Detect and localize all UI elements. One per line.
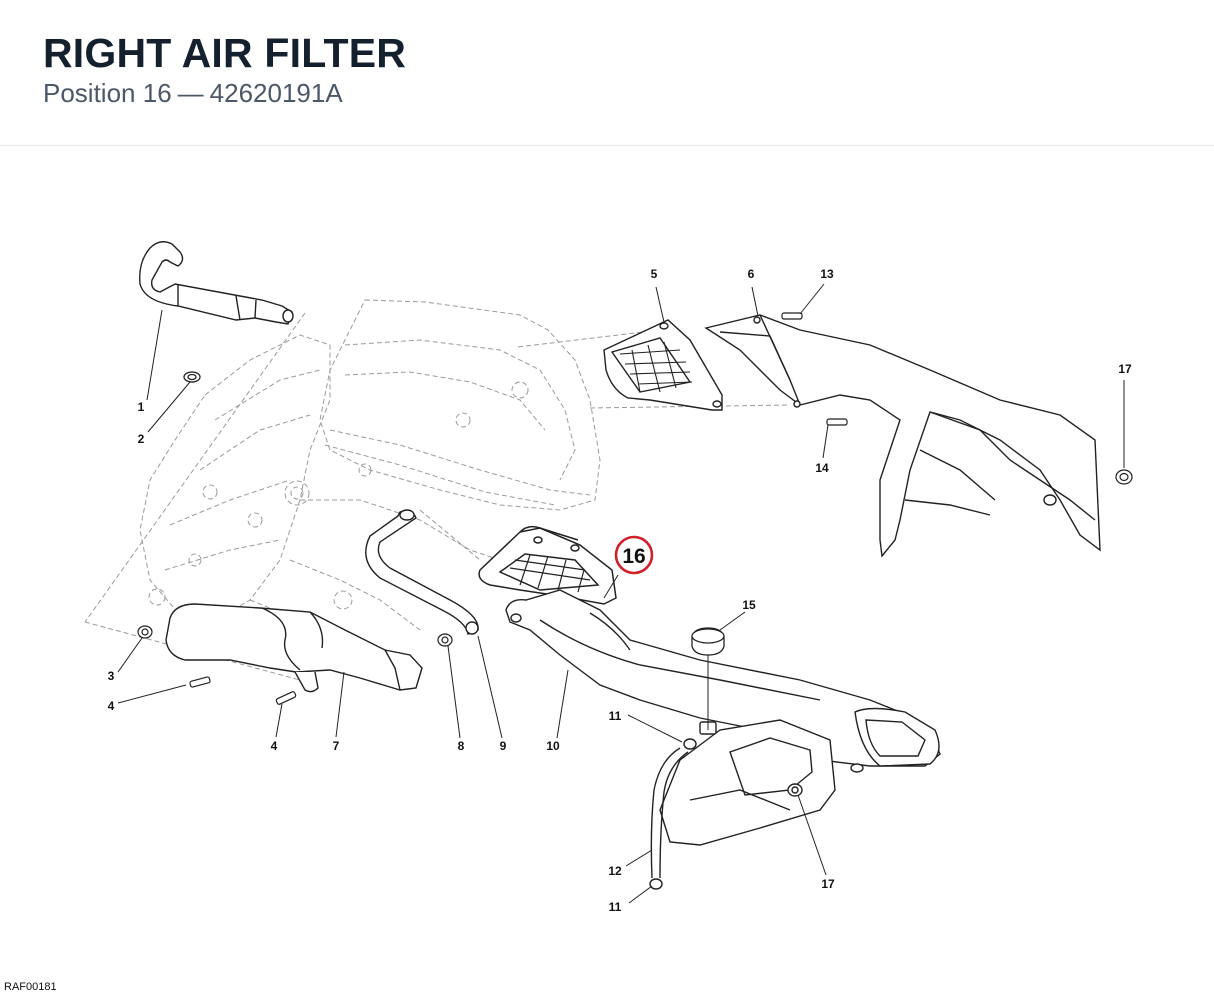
page-subtitle: Position 16—42620191A (43, 78, 343, 108)
callout-11-upper: 11 (609, 709, 622, 723)
upper-duct-grid-part (603, 319, 723, 411)
grommet-part-17-top (1115, 469, 1133, 485)
callout-11-lower: 11 (609, 900, 622, 914)
callout-1: 1 (138, 400, 145, 414)
callout-16: 16 (622, 545, 645, 568)
subtitle-separator: — (177, 78, 204, 108)
right-lower-duct-part (505, 589, 941, 767)
callout-7: 7 (333, 739, 340, 753)
position-label: Position (43, 78, 136, 108)
callout-leader-lines (117, 283, 1125, 904)
grommet-part-8 (437, 633, 453, 647)
callout-17-top: 17 (1118, 362, 1132, 376)
callout-4-bottom: 4 (271, 739, 278, 753)
hose-clip-part (183, 371, 201, 383)
callout-12: 12 (608, 864, 622, 878)
callout-6: 6 (748, 267, 755, 281)
callout-labels: 1 2 3 4 4 7 8 9 10 11 12 11 5 6 13 14 17… (108, 267, 1132, 914)
callout-10: 10 (546, 739, 560, 753)
part-number: 42620191A (209, 78, 343, 108)
left-air-duct-part (165, 603, 423, 693)
lower-collector-part (659, 719, 864, 846)
callout-13: 13 (820, 267, 834, 281)
grommet-part-3 (137, 625, 153, 639)
drain-hose-part (649, 738, 697, 890)
position-number: 16 (142, 78, 172, 108)
screw-part-4 (189, 676, 297, 705)
cap-part-15 (691, 627, 725, 656)
callout-14: 14 (815, 461, 829, 475)
callout-2: 2 (138, 432, 145, 446)
callout-17-bottom: 17 (821, 877, 835, 891)
drawing-code: RAF00181 (4, 981, 57, 993)
callout-8: 8 (458, 739, 465, 753)
breather-pipe-part (139, 241, 294, 325)
right-air-filter-part (478, 525, 617, 605)
callout-15: 15 (742, 598, 756, 612)
callout-4-left: 4 (108, 699, 115, 713)
upper-duct-right-part (704, 314, 1101, 558)
page-title: RIGHT AIR FILTER (43, 30, 407, 76)
page-header: RIGHT AIR FILTER Position 16—42620191A (0, 0, 1214, 146)
highlight-ring (614, 535, 654, 575)
callout-9: 9 (500, 739, 507, 753)
screw-part-14 (826, 418, 848, 426)
screw-part-13 (781, 312, 803, 320)
hose-part-9 (365, 509, 479, 635)
callout-3: 3 (108, 669, 115, 683)
highlighted-callout-16[interactable]: 16 (614, 535, 654, 575)
callout-5: 5 (651, 267, 658, 281)
